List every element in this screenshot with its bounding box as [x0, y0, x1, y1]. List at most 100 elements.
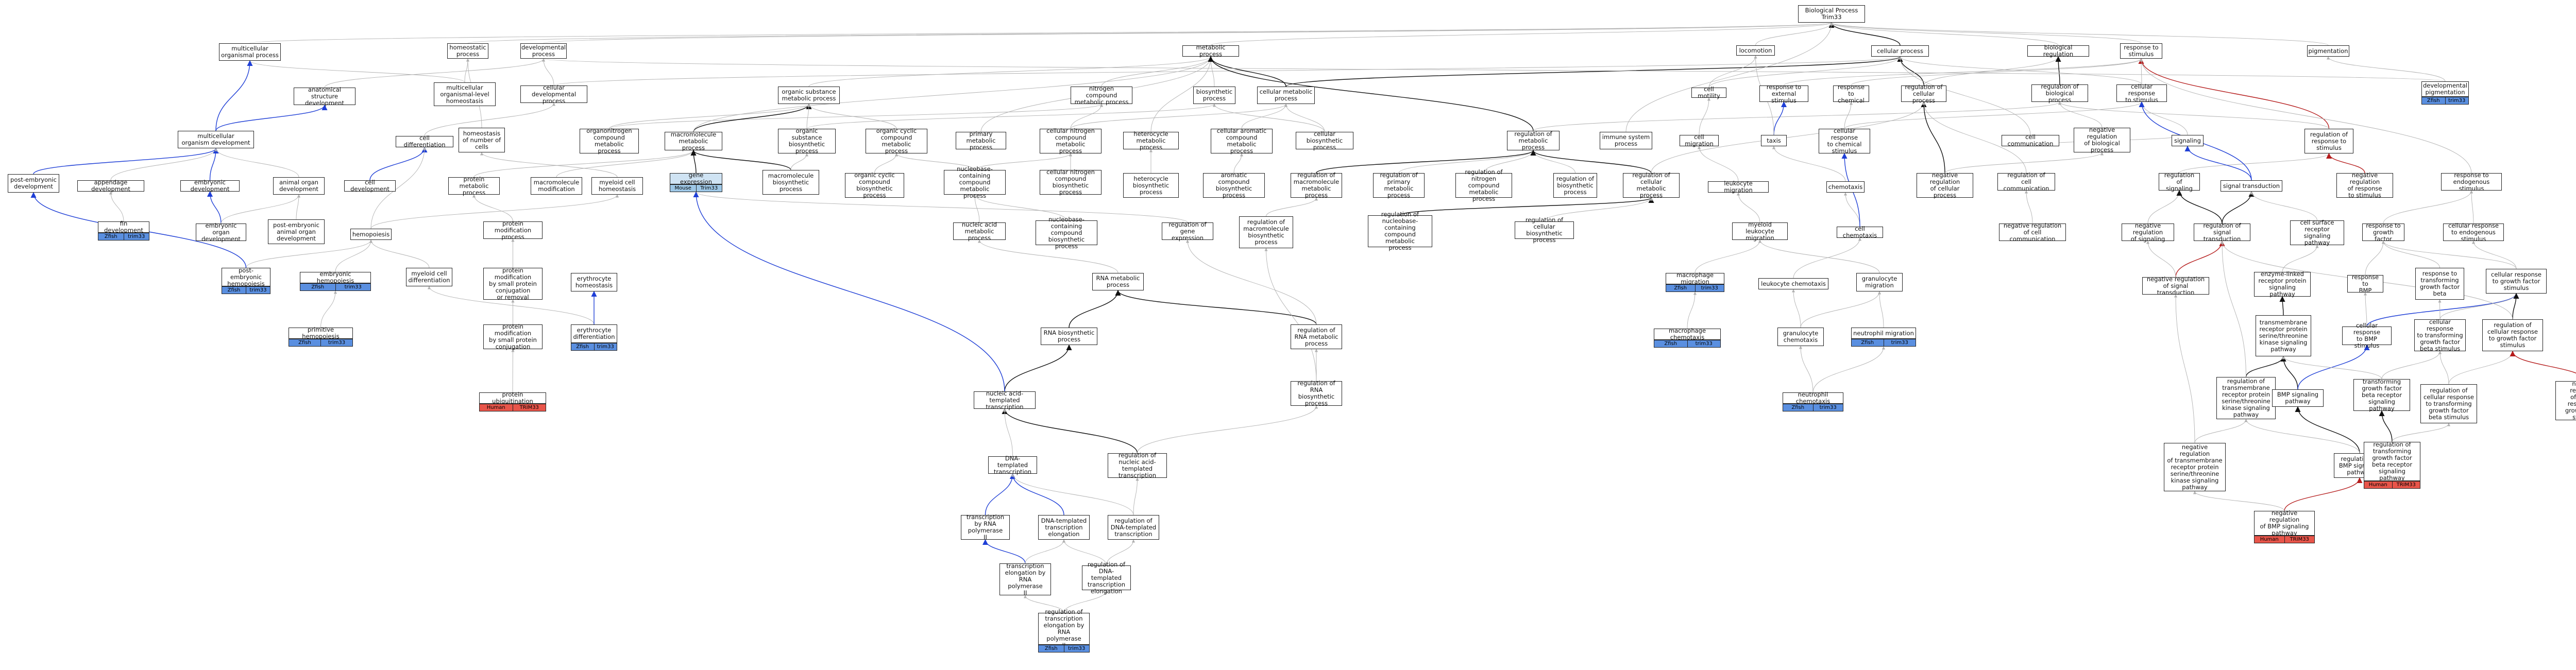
go-term-bmpsp[interactable]: BMP signaling pathway	[2272, 389, 2324, 407]
go-term-crtgf[interactable]: cellular response to growth factor stimu…	[2486, 269, 2547, 294]
go-term-ocbp[interactable]: organic cyclic compound biosynthetic pro…	[845, 172, 904, 199]
go-term-hemat[interactable]: hemopoiesis	[350, 229, 392, 240]
go-term-rrts[interactable]: regulation of response to stimulus	[2304, 129, 2353, 153]
go-term-nammp[interactable]: nucleic acid metabolic process	[953, 221, 1006, 241]
go-term-rcrtgfb[interactable]: regulation of cellular response to trans…	[2420, 384, 2477, 423]
go-term-dtte[interactable]: DNA-templated transcription elongation	[1038, 515, 1090, 540]
go-term-mlh[interactable]: multicellular organismal-level homeostas…	[434, 82, 496, 106]
go-term-crtc[interactable]: cellular response to chemical stimulus	[1819, 128, 1870, 154]
go-term-nrst[interactable]: negative regulation of signal transducti…	[2142, 276, 2209, 296]
go-term-cchemo[interactable]: cell chemotaxis	[1837, 226, 1883, 239]
go-term-peh[interactable]: post-embryonic hemopoiesis	[222, 267, 270, 287]
go-term-mop[interactable]: multicellular organismal process	[219, 43, 281, 61]
go-term-pmspc[interactable]: protein modification by small protein co…	[483, 323, 543, 350]
go-term-rcmp[interactable]: regulation of cellular metabolic process	[1623, 172, 1680, 199]
go-term-rst[interactable]: regulation of signal transduction	[2194, 222, 2250, 242]
go-term-rdtt[interactable]: regulation of DNA-templated transcriptio…	[1108, 515, 1159, 540]
go-term-mcd[interactable]: myeloid cell differentiation	[406, 268, 452, 286]
go-term-rncmp[interactable]: regulation of nitrogen compound metaboli…	[1455, 168, 1512, 202]
go-term-cbp[interactable]: cellular biosynthetic process	[1296, 130, 1353, 150]
go-term-mch[interactable]: myeloid cell homeostasis	[591, 177, 643, 195]
go-term-onmp[interactable]: organonitrogen compound metabolic proces…	[580, 128, 639, 154]
go-term-rrnamp[interactable]: regulation of RNA metabolic process	[1291, 324, 1342, 349]
go-term-rcp[interactable]: regulation of cellular process	[1901, 83, 1946, 104]
go-term-bioreg[interactable]: biological regulation	[2027, 44, 2089, 58]
go-term-crtbmp[interactable]: cellular response to BMP stimulus	[2342, 322, 2392, 349]
go-term-mlmig[interactable]: myeloid leukocyte migration	[1732, 221, 1788, 241]
go-term-machemo[interactable]: macrophage chemotaxis	[1654, 328, 1721, 341]
go-term-homeo[interactable]: homeostatic process	[447, 43, 488, 59]
go-term-nrtmrsk[interactable]: negative regulation of transmembrane rec…	[2164, 443, 2226, 491]
go-term-rnamp[interactable]: RNA metabolic process	[1092, 273, 1144, 290]
go-term-rnatt[interactable]: regulation of nucleic acid-templated tra…	[1108, 452, 1167, 479]
go-term-cncmp[interactable]: cellular nitrogen compound metabolic pro…	[1040, 128, 1101, 154]
go-term-occmp[interactable]: organic cyclic compound metabolic proces…	[866, 128, 927, 154]
go-term-nrcrgf[interactable]: negative regulation of cellular response…	[2555, 381, 2576, 421]
go-term-rterp2[interactable]: regulation of transcription elongation b…	[1038, 609, 1090, 649]
go-term-pmet[interactable]: protein metabolic process	[448, 176, 500, 196]
go-term-nrbmpsp[interactable]: negative regulation of BMP signaling pat…	[2254, 510, 2315, 537]
go-term-terp2[interactable]: transcription elongation by RNA polymera…	[999, 562, 1051, 596]
go-term-acbp[interactable]: aromatic compound biosynthetic process	[1203, 172, 1265, 199]
go-term-peaod[interactable]: post-embryonic animal organ development	[268, 219, 325, 244]
go-term-cdp[interactable]: cellular developmental process	[520, 84, 587, 104]
go-term-ccom[interactable]: cell communication	[2002, 134, 2059, 147]
go-term-eod[interactable]: embryonic organ development	[196, 222, 246, 242]
go-term-rdtte[interactable]: regulation of DNA-templated transcriptio…	[1082, 561, 1131, 594]
go-term-hbp[interactable]: heterocycle biosynthetic process	[1123, 173, 1179, 198]
go-term-rttgfb[interactable]: response to transforming growth factor b…	[2415, 268, 2464, 300]
go-term-honc[interactable]: homeostasis of number of cells	[459, 128, 505, 152]
go-term-rnabp[interactable]: RNA biosynthetic process	[1041, 328, 1097, 345]
go-term-mod[interactable]: multicellular organism development	[178, 131, 254, 148]
go-term-ph[interactable]: primitive hemopoiesis	[289, 327, 353, 340]
go-term-gchemo[interactable]: granulocyte chemotaxis	[1777, 328, 1824, 346]
go-term-tbrp2[interactable]: transcription by RNA polymerase II	[961, 514, 1010, 541]
go-term-rbp[interactable]: regulation of biological process	[2031, 83, 2088, 103]
go-term-rtes[interactable]: response to external stimulus	[1759, 83, 1808, 104]
go-term-nrbp[interactable]: negative regulation of biological proces…	[2074, 127, 2130, 153]
go-term-mchemo[interactable]: macrophage migration	[1666, 272, 1724, 285]
go-term-lchemo[interactable]: leukocyte chemotaxis	[1758, 278, 1828, 289]
go-term-tgfbrsp[interactable]: transforming growth factor beta receptor…	[2353, 378, 2410, 411]
go-term-crtes[interactable]: cellular response to endogenous stimulus	[2443, 222, 2504, 242]
go-term-celldiff[interactable]: cell differentiation	[396, 135, 453, 148]
go-term-rtbmp[interactable]: response to BMP	[2347, 273, 2383, 294]
go-term-rgexp[interactable]: regulation of gene expression	[1162, 221, 1213, 241]
go-term-rmp[interactable]: regulation of metabolic process	[1507, 130, 1560, 150]
go-term-rtgf[interactable]: response to growth factor	[2362, 222, 2404, 242]
go-term-osbp[interactable]: organic substance biosynthetic process	[778, 128, 836, 154]
go-term-rcc[interactable]: regulation of cell communication	[1997, 171, 2055, 192]
go-term-rcrgf[interactable]: regulation of cellular response to growt…	[2482, 319, 2543, 351]
go-term-devpig[interactable]: developmental pigmentation	[2421, 81, 2469, 97]
go-term-crts[interactable]: cellular response to stimulus	[2116, 83, 2167, 103]
go-term-find[interactable]: fin development	[98, 220, 149, 234]
go-term-rtgfbrsp[interactable]: regulation of transforming growth factor…	[2364, 441, 2420, 482]
go-term-rts[interactable]: response to stimulus	[2120, 43, 2162, 59]
go-term-hcmp[interactable]: heterocycle metabolic process	[1123, 130, 1179, 150]
go-term-eryd[interactable]: erythrocyte differentiation	[571, 324, 617, 343]
go-term-macmp[interactable]: macromolecule metabolic process	[665, 131, 722, 151]
go-term-mmod[interactable]: macromolecule modification	[531, 177, 582, 195]
go-term-isp[interactable]: immune system process	[1600, 132, 1652, 149]
go-term-appd[interactable]: appendage development	[77, 179, 144, 193]
go-term-embd[interactable]: embryonic development	[180, 179, 240, 193]
go-term-metab[interactable]: metabolic process	[1182, 44, 1239, 58]
go-term-natt[interactable]: nucleic acid-templated transcription	[974, 390, 1036, 410]
go-term-pubi[interactable]: protein ubiquitination	[479, 391, 546, 405]
go-term-loco[interactable]: locomotion	[1736, 45, 1775, 56]
go-term-nrcp[interactable]: negative regulation of cellular process	[1917, 172, 1973, 199]
go-term-crttgfb[interactable]: cellular response to transforming growth…	[2414, 318, 2466, 352]
go-term-celldev[interactable]: cell development	[344, 179, 396, 193]
go-term-aod[interactable]: animal organ development	[273, 177, 325, 195]
go-term-cmot[interactable]: cell motility	[1691, 86, 1726, 99]
go-term-lmig[interactable]: leukocyte migration	[1708, 180, 1769, 194]
go-term-eirsp[interactable]: enzyme-linked receptor protein signaling…	[2254, 271, 2311, 298]
go-term-nrsig[interactable]: negative regulation of signaling	[2122, 222, 2174, 242]
go-term-nccmp[interactable]: nucleobase-containing compound metabolic…	[944, 165, 1006, 199]
go-term-gexp[interactable]: gene expression	[670, 172, 722, 185]
go-term-rbsp[interactable]: regulation of biosynthetic process	[1553, 173, 1597, 198]
go-term-asd[interactable]: anatomical structure development	[294, 86, 355, 106]
go-term-nrcc[interactable]: negative regulation of cell communicatio…	[1999, 222, 2066, 242]
go-term-osmp[interactable]: organic substance metabolic process	[778, 87, 840, 104]
go-term-rmbp[interactable]: regulation of macromolecule biosynthetic…	[1239, 216, 1293, 248]
